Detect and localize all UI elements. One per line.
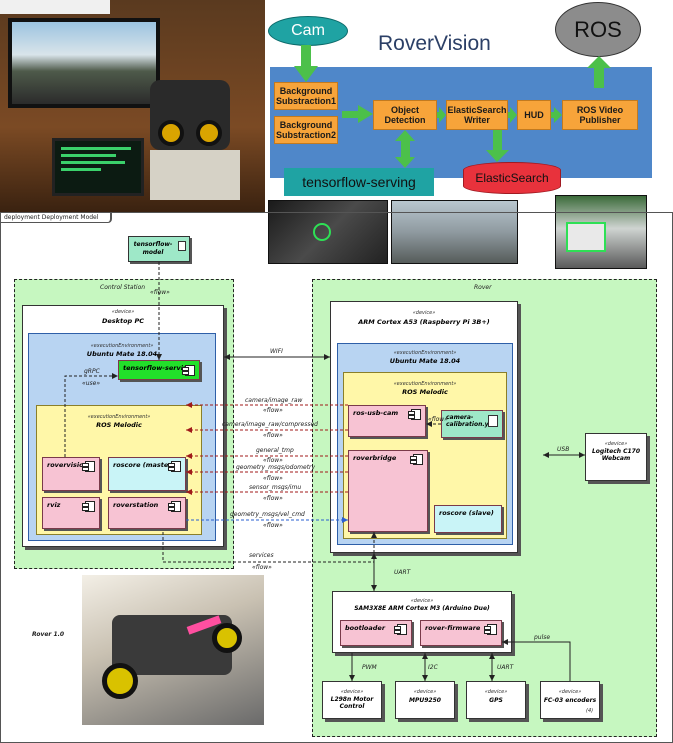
- ros-usb-cam-component: ros-usb-cam: [348, 405, 426, 437]
- rover-ros-name: ROS Melodic: [402, 388, 448, 396]
- cs-ubuntu-name: Ubuntu Mate 18.04: [86, 350, 158, 358]
- fc03-device: [540, 681, 600, 719]
- bg-subtraction-2-box: Background Substraction2: [274, 116, 338, 144]
- arduino-due-name: SAM3X8E ARM Cortex M3 (Arduino Due): [354, 605, 490, 612]
- rover-title: Rover: [474, 284, 492, 291]
- rovervision-component: rovervision: [42, 457, 100, 491]
- component-icon: [410, 454, 423, 465]
- document-icon: [488, 415, 498, 427]
- ros-ellipse: ROS: [555, 2, 641, 57]
- rviz-component: rviz: [42, 497, 100, 529]
- bootloader-component: bootloader: [340, 620, 412, 646]
- roscore-slave-component: roscore (slave): [434, 505, 502, 533]
- component-icon: [182, 365, 195, 376]
- cs-tfserving-component: tensorflow-serving: [118, 360, 200, 380]
- screenshot-3: [555, 195, 647, 269]
- rover-photo: [82, 575, 264, 725]
- webcam-device: [585, 433, 647, 481]
- elasticsearch-cylinder: ElasticSearch: [463, 162, 561, 194]
- roverbridge-component: roverbridge: [348, 450, 428, 532]
- cam-label: Cam: [291, 22, 325, 39]
- mpu9250-device: [395, 681, 455, 719]
- component-icon: [408, 409, 421, 420]
- hud-box: HUD: [517, 100, 551, 130]
- rovervision-title: RoverVision: [378, 32, 491, 55]
- rover-ubuntu-name: Ubuntu Mate 18.04: [389, 357, 461, 365]
- laptop-screen: [52, 138, 144, 196]
- roverstation-component: roverstation: [108, 497, 186, 529]
- desktop-pc-name: Desktop PC: [101, 317, 145, 325]
- camera-calibration-artifact: camera-calibration.yml: [441, 410, 503, 438]
- gps-device: [466, 681, 526, 719]
- component-icon: [168, 461, 181, 472]
- bg-subtraction-1-box: Background Substraction1: [274, 82, 338, 110]
- component-icon: [82, 501, 95, 512]
- roscore-master-component: roscore (master): [108, 457, 186, 491]
- ros-label: ROS: [574, 16, 622, 42]
- component-icon: [484, 624, 497, 635]
- document-icon: [178, 241, 186, 251]
- elasticsearch-writer-box: ElasticSearch Writer: [446, 100, 508, 130]
- object-detection-box: Object Detection: [373, 100, 437, 130]
- tv-screen: [8, 18, 160, 108]
- raspberry-pi-name: ARM Cortex A53 (Raspberry Pi 3B+): [358, 318, 490, 326]
- architecture-arrows: [294, 45, 611, 168]
- rover-firmware-component: rover-firmware: [420, 620, 502, 646]
- deployment-tab: deployment Deployment Model: [0, 212, 112, 223]
- cs-ros-name: ROS Melodic: [96, 421, 142, 429]
- screenshot-1: [268, 200, 388, 264]
- component-icon: [82, 461, 95, 472]
- tensorflow-model-artifact: tensorflow-model: [128, 236, 190, 262]
- ros-video-publisher-box: ROS Video Publisher: [562, 100, 638, 130]
- screenshot-2: [391, 200, 518, 264]
- webcam-name: Logitech C170 Webcam: [591, 448, 641, 462]
- component-icon: [168, 501, 181, 512]
- tensorflow-serving-box: tensorflow-serving: [284, 168, 434, 196]
- control-station-title: Control Station: [100, 284, 146, 291]
- l298n-device: [322, 681, 382, 719]
- rover-caption: Rover 1.0: [32, 631, 65, 638]
- rover-robot: [150, 80, 230, 150]
- component-icon: [394, 624, 407, 635]
- rover-setup-photo: [0, 0, 265, 212]
- top-strip: [0, 0, 110, 14]
